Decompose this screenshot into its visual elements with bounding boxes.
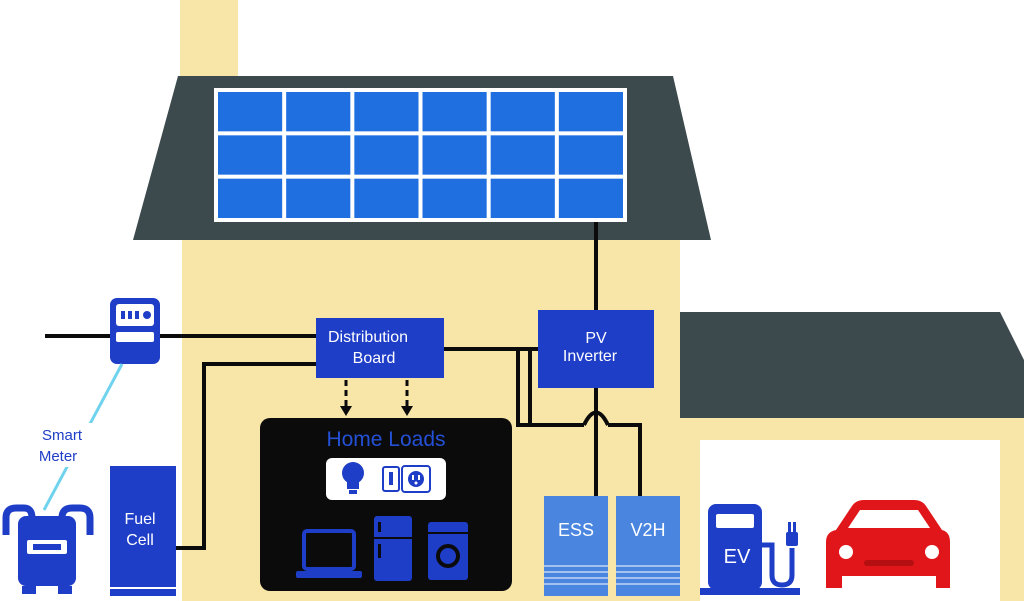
light-bulb-icon xyxy=(342,462,364,494)
solar-cell xyxy=(218,135,283,175)
solar-cell xyxy=(422,178,487,218)
solar-cell xyxy=(558,92,623,132)
solar-panel xyxy=(214,88,627,222)
gas-meter-icon xyxy=(2,504,94,594)
solar-cell xyxy=(218,92,283,132)
ev-label: EV xyxy=(724,546,751,568)
fuel-cell-label-2: Cell xyxy=(126,532,154,549)
distribution-board-label-2: Board xyxy=(353,350,396,367)
home-loads: Home Loads xyxy=(260,418,512,591)
load-arrows xyxy=(340,380,413,416)
pv-inverter: PV Inverter xyxy=(538,310,654,388)
pv-inverter-label-1: PV xyxy=(585,330,607,347)
v2h: V2H xyxy=(616,496,680,596)
smart-meter-icon xyxy=(110,298,160,364)
solar-cell xyxy=(422,92,487,132)
ess-label: ESS xyxy=(558,520,594,540)
solar-panel-frame xyxy=(214,88,627,222)
solar-cell xyxy=(354,92,419,132)
garage-roof xyxy=(680,312,1024,418)
solar-cell xyxy=(286,92,351,132)
laptop-icon xyxy=(296,529,362,578)
home-loads-title: Home Loads xyxy=(326,428,445,451)
solar-cell xyxy=(558,178,623,218)
smart-meter-label-bg xyxy=(28,423,92,467)
wire-to-v2h xyxy=(608,423,642,496)
wire-board-to-ess xyxy=(516,349,584,427)
refrigerator-icon xyxy=(374,516,412,581)
solar-cell xyxy=(286,135,351,175)
washing-machine-icon xyxy=(428,522,468,580)
smart-meter-label-1: Smart xyxy=(42,427,83,444)
car-icon xyxy=(826,500,950,588)
solar-cell xyxy=(354,178,419,218)
fuel-cell-label-1: Fuel xyxy=(124,511,155,528)
solar-cell xyxy=(354,135,419,175)
solar-cell xyxy=(286,178,351,218)
chimney xyxy=(180,0,238,90)
solar-cell xyxy=(490,92,555,132)
v2h-label: V2H xyxy=(630,520,665,540)
ev-charger-icon: EV xyxy=(700,504,800,595)
solar-cell xyxy=(422,135,487,175)
outlet-icon xyxy=(382,465,431,493)
pv-inverter-label-2: Inverter xyxy=(563,348,618,365)
distribution-board: Distribution Board xyxy=(316,318,444,378)
distribution-board-label-1: Distribution xyxy=(328,329,408,346)
wiring xyxy=(45,222,642,550)
solar-cell xyxy=(558,135,623,175)
fuel-cell: Fuel Cell xyxy=(110,466,176,596)
solar-cell xyxy=(490,178,555,218)
solar-cell xyxy=(490,135,555,175)
smart-meter-label-2: Meter xyxy=(39,448,77,465)
ess: ESS xyxy=(544,496,608,596)
wire-fuelcell-to-board xyxy=(176,362,316,550)
solar-cell xyxy=(218,178,283,218)
